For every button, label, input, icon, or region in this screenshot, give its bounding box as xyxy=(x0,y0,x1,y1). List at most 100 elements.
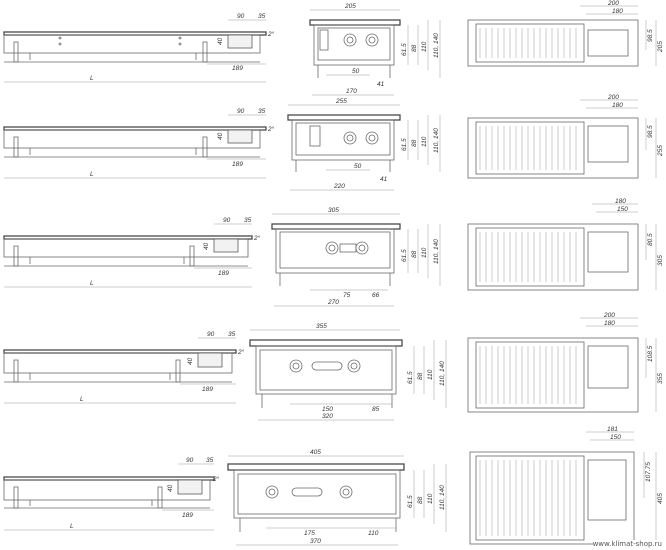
dim-side-90-3: 90 xyxy=(223,217,231,224)
dim-side-35-5: 35 xyxy=(206,457,214,464)
dim-section-width-2: 255 xyxy=(335,98,347,105)
dim-section-width-4: 355 xyxy=(316,323,327,330)
dim-110-5: 110 xyxy=(368,530,379,537)
dim-side-angle-2: 2° xyxy=(267,125,275,133)
dim-plan-depth-b-4: 355 xyxy=(657,373,664,384)
grille-icon xyxy=(479,28,577,58)
side-view-3: 90 35 40 2° 189 L xyxy=(3,217,261,288)
dim-plan-depth-a-2: 98.5 xyxy=(647,125,654,138)
dim-side-90-2: 90 xyxy=(237,108,245,115)
dim-side-L-5: L xyxy=(70,523,74,530)
dim-h615-2: 61.5 xyxy=(401,138,408,151)
dim-side-189: 189 xyxy=(232,65,243,72)
dim-h110-3: 110 xyxy=(421,247,428,258)
dim-plan-180-1: 180 xyxy=(612,8,623,15)
dim-side-L-4: L xyxy=(80,396,84,403)
dim-side-40: 40 xyxy=(217,37,224,45)
dim-h615-4: 61.5 xyxy=(407,371,414,384)
plan-view-1: 200 180 98.5 205 xyxy=(467,0,664,67)
dim-side-35: 35 xyxy=(258,13,266,20)
dim-plan-depth-a-5: 107.75 xyxy=(645,462,652,482)
dim-175-5: 175 xyxy=(304,530,315,537)
dim-section-width-5: 405 xyxy=(310,449,321,456)
dim-50-2: 50 xyxy=(354,163,362,170)
dim-66-3: 66 xyxy=(372,292,380,299)
section-view-4: 355 61.5 88 110 110, 140 150 85 320 xyxy=(249,323,447,421)
dim-270-3: 270 xyxy=(327,299,339,306)
dim-plan-depth-b-2: 255 xyxy=(657,145,664,157)
dim-h615-5: 61.5 xyxy=(407,495,414,508)
dim-h615-3: 61.5 xyxy=(401,249,408,262)
dim-side-35-2: 35 xyxy=(258,108,266,115)
dim-h110-2: 110 xyxy=(421,136,428,147)
dim-75-3: 75 xyxy=(343,292,351,299)
dim-50-1: 50 xyxy=(352,68,360,75)
dim-plan-depth-b-5: 405 xyxy=(657,493,664,504)
dim-side-angle: 2° xyxy=(267,30,275,38)
dim-plan-depth-a-3: 80.5 xyxy=(647,233,654,246)
dim-h88-2: 88 xyxy=(411,139,418,147)
dim-side-90: 90 xyxy=(237,13,245,20)
plan-view-5: 181 150 107.75 405 xyxy=(469,426,664,545)
dim-370-5: 370 xyxy=(310,538,321,545)
dim-h615-1: 61.5 xyxy=(401,43,408,56)
dim-plan-depth-b-1: 205 xyxy=(657,41,664,53)
dim-side-189-5: 189 xyxy=(182,512,193,519)
dim-side-189-4: 189 xyxy=(202,386,213,393)
dim-side-40-2: 40 xyxy=(217,132,224,140)
dim-h110-140-5: 110, 140 xyxy=(439,485,446,510)
dim-h88-3: 88 xyxy=(411,250,418,258)
dim-h88-4: 88 xyxy=(417,372,424,380)
dim-plan-depth-a-4: 108.5 xyxy=(647,345,654,362)
dim-plan-depth-a-1: 98.5 xyxy=(647,29,654,42)
dim-h110-140-1: 110, 140 xyxy=(433,33,440,58)
dim-320-4: 320 xyxy=(322,413,333,420)
side-view-5: 90 35 40 2° 189 L xyxy=(3,457,220,531)
dim-plan-depth-b-3: 305 xyxy=(657,255,664,266)
plan-view-3: 180 150 80.5 305 xyxy=(467,198,664,291)
dim-side-189-2: 189 xyxy=(232,161,243,168)
dim-side-angle-4: 2° xyxy=(237,348,245,356)
side-view-1: 90 35 40 2° 189 L xyxy=(3,13,275,83)
dim-plan-180-4: 180 xyxy=(604,320,615,327)
dim-side-L-2: L xyxy=(90,171,94,178)
section-view-3: 305 61.5 88 110 110, 140 75 66 270 xyxy=(271,207,441,307)
section-view-2: 255 61.5 88 110 110, 140 50 41 220 xyxy=(287,98,441,191)
dim-h110-4: 110 xyxy=(427,369,434,380)
row-5: 90 35 40 2° 189 L 405 61.5 88 1 xyxy=(3,426,664,546)
dim-h110-140-2: 110, 140 xyxy=(433,128,440,153)
dim-section-width-3: 305 xyxy=(328,207,339,214)
dim-side-L-3: L xyxy=(90,280,94,287)
dim-plan-200-4: 200 xyxy=(603,312,615,319)
dim-side-40-5: 40 xyxy=(167,484,174,492)
dim-h110-140-4: 110, 140 xyxy=(439,361,446,386)
row-3: 90 35 40 2° 189 L 305 61.5 88 1 xyxy=(3,198,664,307)
dim-h110-140-3: 110, 140 xyxy=(433,239,440,264)
dim-side-35-4: 35 xyxy=(228,331,236,338)
dim-h110-5: 110 xyxy=(427,493,434,504)
dim-side-40-3: 40 xyxy=(203,242,210,250)
watermark: www.klimat-shop.ru xyxy=(592,540,662,548)
dim-plan-200-2: 200 xyxy=(607,94,619,101)
dim-side-L: L xyxy=(90,75,94,82)
row-2: 90 35 40 2° 189 L 255 61.5 88 1 xyxy=(3,94,664,191)
dim-side-90-4: 90 xyxy=(207,331,215,338)
row-1: 90 35 40 2° 189 L 205 61.5 88 xyxy=(3,0,664,96)
row-4: 90 35 40 2° 189 L 355 61.5 88 1 xyxy=(3,312,664,421)
dim-section-width-1: 205 xyxy=(344,3,356,10)
dim-plan-200-1: 200 xyxy=(607,0,619,7)
dim-h88-5: 88 xyxy=(417,496,424,504)
side-view-2: 90 35 40 2° 189 L xyxy=(3,108,275,179)
dim-side-angle-3: 2° xyxy=(253,234,261,242)
dim-side-189-3: 189 xyxy=(218,270,229,277)
dim-220-2: 220 xyxy=(333,183,345,190)
section-view-5: 405 61.5 88 110 110, 140 175 110 370 xyxy=(227,449,447,546)
dim-h88-1: 88 xyxy=(411,44,418,52)
dim-side-40-4: 40 xyxy=(187,357,194,365)
dim-plan-180-3: 180 xyxy=(615,198,626,205)
dim-plan-150-5: 150 xyxy=(610,434,621,441)
dim-41-2: 41 xyxy=(380,176,388,183)
dim-150-4: 150 xyxy=(322,406,333,413)
